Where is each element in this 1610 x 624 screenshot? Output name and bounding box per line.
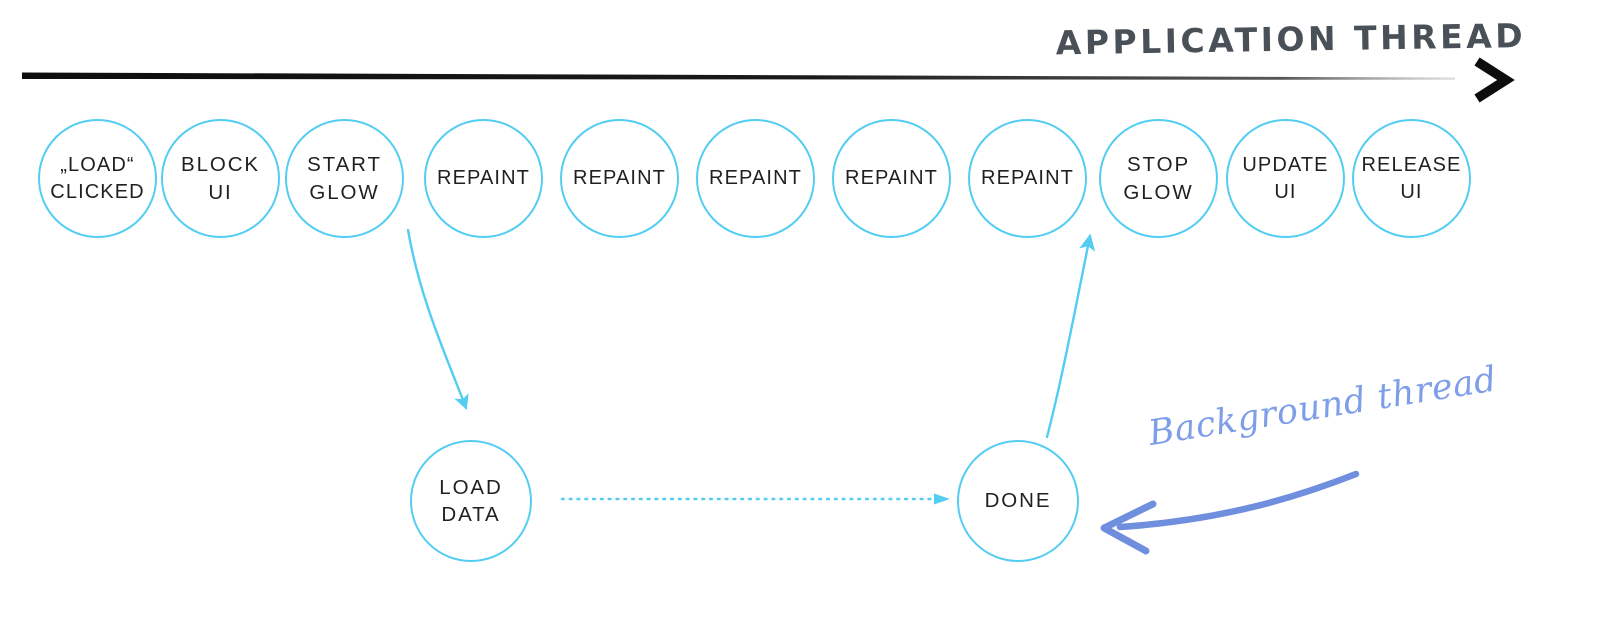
- arrow-start-glow-to-load-data: [406, 228, 469, 410]
- background-thread-arrowhead-icon: [1100, 500, 1157, 555]
- node-repaint-2-label: REPAINT: [573, 167, 666, 190]
- node-load-clicked[interactable]: „LOAD“ CLICKED: [38, 119, 157, 238]
- node-repaint-5-label: REPAINT: [981, 167, 1074, 190]
- node-repaint-1-label: REPAINT: [437, 167, 530, 190]
- node-block-ui[interactable]: BLOCK UI: [161, 119, 280, 238]
- node-update-ui-label: UPDATE UI: [1242, 153, 1329, 203]
- timeline-arrow-icon: [1474, 57, 1515, 103]
- node-repaint-5[interactable]: REPAINT: [968, 119, 1087, 238]
- page-title: APPLICATION THREAD: [1055, 16, 1526, 63]
- background-thread-label: Background thread: [1145, 359, 1500, 454]
- node-repaint-4[interactable]: REPAINT: [832, 119, 951, 238]
- node-repaint-4-label: REPAINT: [845, 167, 938, 190]
- node-load-clicked-label: „LOAD“ CLICKED: [50, 153, 145, 203]
- node-done-label: DONE: [984, 489, 1052, 513]
- node-start-glow[interactable]: START GLOW: [285, 119, 404, 238]
- background-thread-brush-arrow: [1116, 470, 1360, 531]
- arrowhead-load-data-to-done: [934, 493, 950, 505]
- timeline-axis-line: [22, 72, 1455, 80]
- node-done[interactable]: DONE: [957, 440, 1079, 562]
- node-repaint-3-label: REPAINT: [709, 167, 802, 190]
- node-release-ui-label: RELEASE UI: [1361, 153, 1462, 203]
- arrow-done-to-stop-glow: [1045, 233, 1096, 439]
- node-update-ui[interactable]: UPDATE UI: [1226, 119, 1345, 238]
- node-load-data-label: LOAD DATA: [439, 475, 503, 526]
- node-stop-glow[interactable]: STOP GLOW: [1099, 119, 1218, 238]
- node-block-ui-label: BLOCK UI: [181, 153, 260, 204]
- node-repaint-1[interactable]: REPAINT: [424, 119, 543, 238]
- node-repaint-2[interactable]: REPAINT: [560, 119, 679, 238]
- node-release-ui[interactable]: RELEASE UI: [1352, 119, 1471, 238]
- node-repaint-3[interactable]: REPAINT: [696, 119, 815, 238]
- node-start-glow-label: START GLOW: [307, 153, 382, 204]
- node-stop-glow-label: STOP GLOW: [1123, 153, 1194, 204]
- node-load-data[interactable]: LOAD DATA: [410, 440, 532, 562]
